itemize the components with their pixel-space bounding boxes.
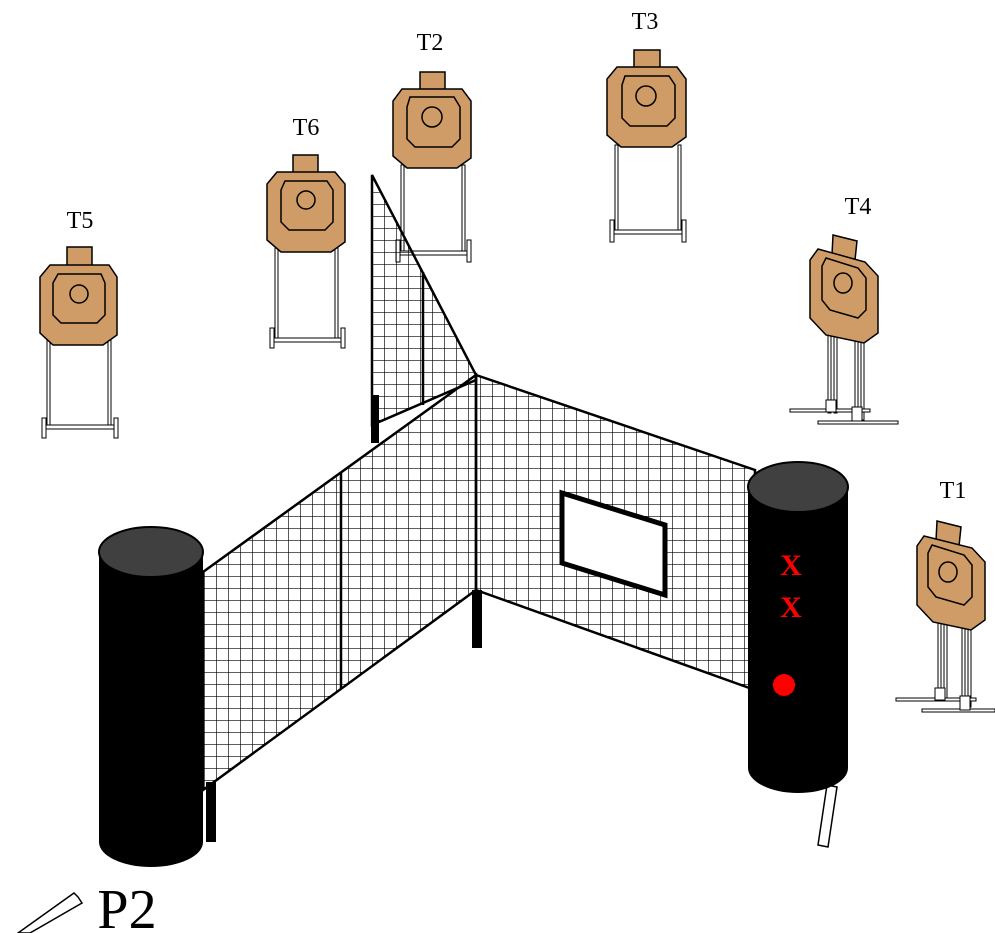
target-t5: T5 xyxy=(39,208,119,439)
target-stand xyxy=(41,339,119,439)
barrel-mark-dot xyxy=(773,674,795,696)
target-silhouette xyxy=(392,71,472,169)
target-label: T3 xyxy=(632,9,659,35)
fault-line xyxy=(817,784,838,848)
wall-post xyxy=(371,395,379,443)
target-stand xyxy=(609,144,687,243)
target-label: T5 xyxy=(67,208,94,234)
barrel-mark-x: X xyxy=(780,549,802,582)
target-silhouette xyxy=(606,49,687,148)
target-stand xyxy=(789,334,899,425)
target-stand xyxy=(269,247,346,349)
target-label: T4 xyxy=(845,194,872,220)
target-t2: T2 xyxy=(392,30,472,263)
target-silhouette xyxy=(809,234,879,344)
target-stand xyxy=(895,619,995,713)
fault-line xyxy=(16,892,84,933)
target-silhouette xyxy=(39,246,118,346)
barrel-mark-x: X xyxy=(780,591,802,624)
target-label: T2 xyxy=(417,30,444,56)
barrel-right: X X xyxy=(747,461,849,848)
right-wall xyxy=(472,373,757,692)
wall-post xyxy=(206,782,216,842)
position-label: P2 xyxy=(97,879,156,933)
target-t1: T1 xyxy=(895,478,995,713)
target-label: T1 xyxy=(940,478,967,504)
target-t3: T3 xyxy=(606,9,687,243)
left-wall xyxy=(201,372,478,842)
barrel-left xyxy=(16,526,204,933)
wall-window xyxy=(559,489,668,599)
target-t4: T4 xyxy=(789,194,899,425)
target-silhouette xyxy=(266,154,346,253)
wall-post xyxy=(472,590,482,648)
target-silhouette xyxy=(916,520,986,631)
target-t6: T6 xyxy=(266,115,346,349)
target-label: T6 xyxy=(293,115,320,141)
